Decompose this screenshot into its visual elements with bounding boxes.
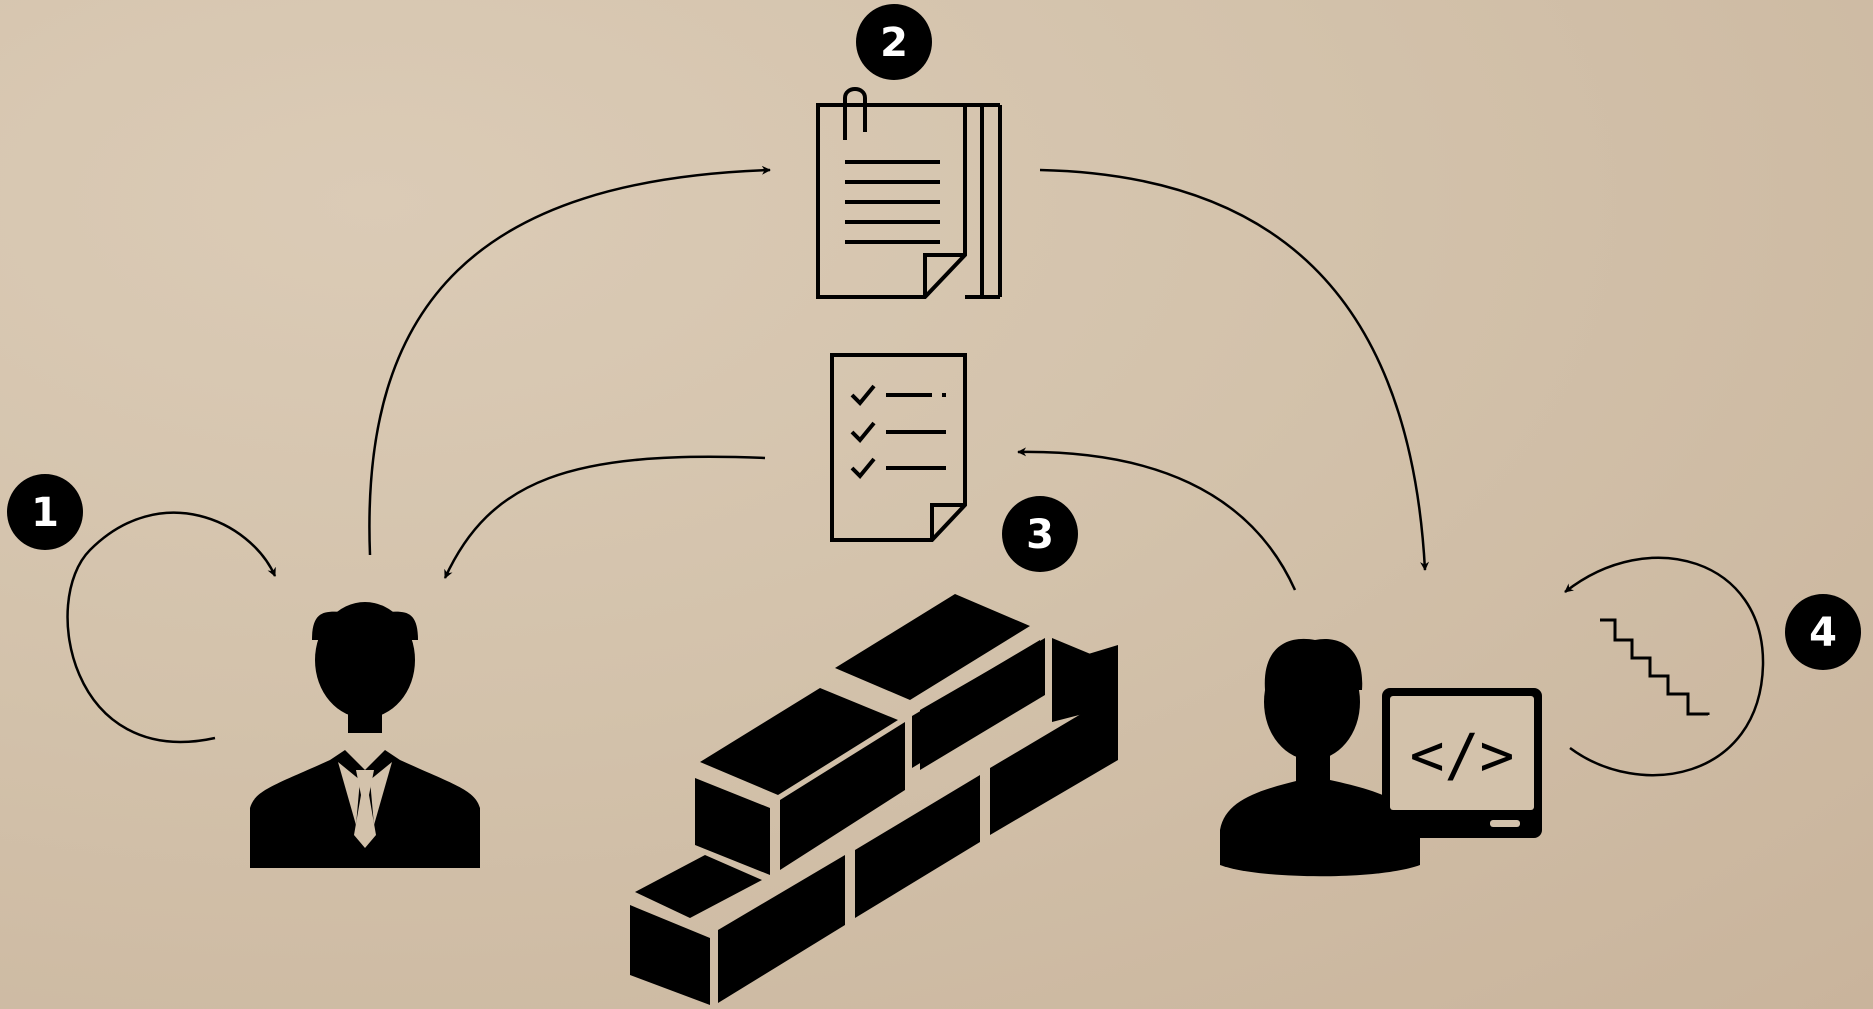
businessman-icon <box>250 602 480 868</box>
brick-wall-icon <box>630 594 1118 1005</box>
arrow-developer-to-checklist <box>1017 447 1297 591</box>
step-number-4: 4 <box>1809 610 1837 656</box>
step-number-2: 2 <box>880 20 908 66</box>
documents-icon <box>816 87 1002 299</box>
monitor-icon: </> <box>1382 688 1542 838</box>
loop-arrow-manager <box>66 511 277 744</box>
arrow-manager-to-documents <box>368 165 771 556</box>
developer-icon <box>1220 638 1420 877</box>
step-badge-3: 3 <box>1002 496 1078 572</box>
arrow-documents-to-developer <box>1039 168 1430 571</box>
arrow-checklist-to-manager <box>443 455 766 579</box>
code-symbol: </> <box>1410 721 1515 789</box>
step-number-3: 3 <box>1026 512 1054 558</box>
step-badge-4: 4 <box>1785 594 1861 670</box>
step-badge-1: 1 <box>7 474 83 550</box>
step-badge-2: 2 <box>856 4 932 80</box>
step-number-1: 1 <box>31 490 59 536</box>
checklist-icon <box>830 353 967 542</box>
stairs-icon <box>1600 618 1710 716</box>
loop-arrow-developer <box>1564 556 1765 777</box>
